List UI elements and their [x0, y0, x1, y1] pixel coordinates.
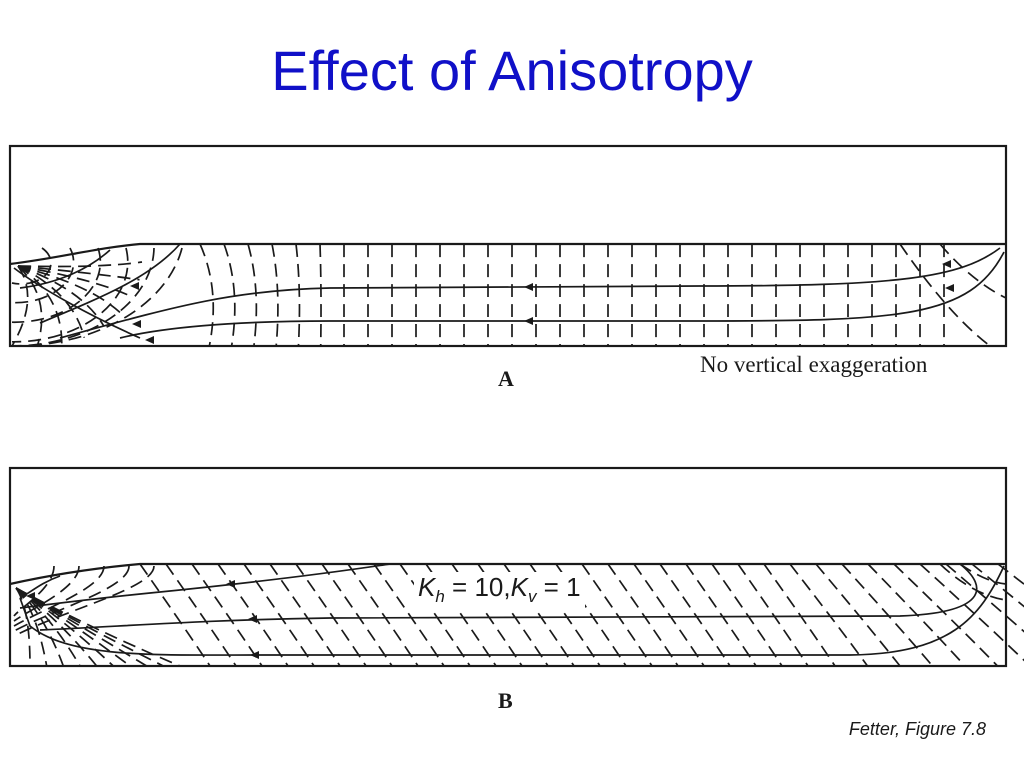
equipotential-line [15, 587, 131, 667]
equipotential-line [13, 565, 105, 627]
equipotential-line [997, 563, 1024, 586]
kh-symbol: K [418, 572, 436, 602]
equipotential-line [815, 563, 901, 667]
panel-a-flow-net [8, 144, 1008, 348]
panel-b-label: B [498, 688, 513, 713]
flow-arrow [226, 580, 235, 588]
equipotential-line [199, 243, 215, 347]
flow-arrow [130, 282, 139, 290]
equipotential-line [841, 563, 934, 667]
figure-citation: Fetter, Figure 7.8 [848, 719, 986, 739]
equipotential-line [939, 243, 1007, 299]
equipotential-line [247, 243, 258, 347]
equipotential-line [295, 243, 301, 347]
flow-line [39, 243, 181, 324]
panel-b-frame [8, 466, 1008, 668]
flow-arrow [145, 336, 154, 344]
equipotential-line [17, 265, 86, 338]
equipotential-line [11, 247, 75, 304]
flow-arrow [250, 651, 259, 659]
panel-a-frame [8, 144, 1008, 348]
equipotential-line [17, 265, 121, 314]
equipotential-line [11, 247, 102, 324]
equipotential-line [11, 247, 129, 343]
flow-line [19, 563, 391, 609]
equipotential-line [319, 243, 322, 347]
kv-value: 1 [566, 572, 581, 602]
flow-arrow [132, 320, 141, 328]
panel-a-label: A [498, 366, 514, 391]
flow-line [59, 247, 1001, 339]
flow-line [119, 251, 1005, 339]
equipotential-line [11, 247, 52, 285]
flow-arrow [942, 260, 951, 268]
flow-line [19, 249, 111, 289]
flow-arrow [248, 615, 257, 623]
kh-subscript: h [435, 587, 445, 607]
equipotential-line [899, 243, 991, 347]
kh-value: 10 [474, 572, 504, 602]
equipotential-line [789, 563, 869, 667]
flow-arrow [945, 284, 954, 292]
equipotential-line [763, 563, 836, 667]
equipotential-line [139, 563, 211, 667]
slide-title: Effect of Anisotropy [271, 39, 753, 102]
equipotential-line [17, 265, 133, 298]
equipotential-line [223, 243, 236, 347]
flow-line [39, 563, 978, 631]
conductivity-label: Kh = 10,Kv = 1 [414, 572, 585, 613]
equipotential-line [15, 587, 164, 667]
equipotential-line [11, 247, 183, 347]
equipotential-line [13, 565, 55, 617]
flow-line [13, 267, 141, 339]
equipotential-line [17, 261, 143, 268]
flow-lines-a [13, 243, 1005, 344]
flow-line [19, 565, 1005, 656]
water-table-b [9, 562, 1006, 586]
equipotential-line [17, 265, 140, 281]
equipotential-line [13, 565, 155, 637]
flow-line [19, 575, 61, 599]
kv-subscript: v [527, 587, 537, 607]
equipotential-line [13, 565, 130, 632]
flow-arrow [524, 283, 533, 291]
flow-arrow [524, 317, 533, 325]
equipotential-line [11, 265, 29, 347]
equipotential-line [17, 265, 63, 347]
flow-arrow [26, 592, 35, 600]
panel-b-flow-net [8, 466, 1024, 668]
equipotential-line [893, 563, 999, 667]
panel-a-note: No vertical exaggeration [700, 352, 928, 377]
water-table-a [9, 242, 1006, 266]
equipotential-line [271, 243, 279, 347]
equipotential-line [17, 265, 105, 327]
kv-symbol: K [510, 572, 528, 602]
equipotential-line [17, 265, 43, 347]
flow-lines-b [19, 563, 1005, 659]
